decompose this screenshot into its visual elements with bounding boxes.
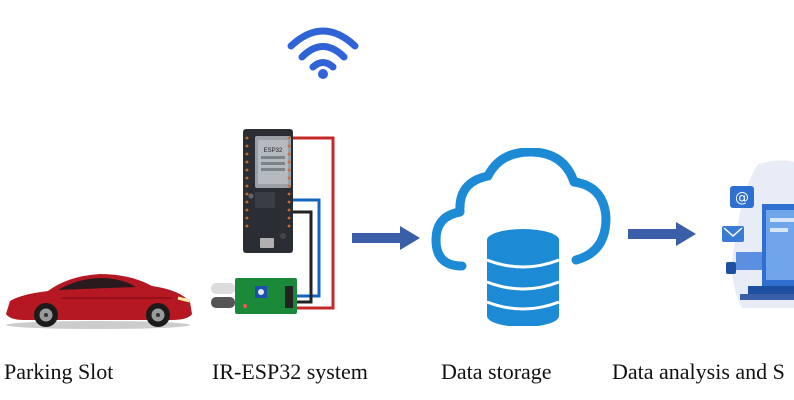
cloud-database-icon (431, 148, 611, 326)
esp32-board-icon: ESP32 (243, 129, 293, 253)
car-icon (6, 274, 192, 329)
stage-label-data-storage: Data storage (441, 359, 552, 384)
svg-text:@: @ (735, 190, 749, 206)
ir-esp32-module: ESP32 (211, 129, 335, 314)
chip-label: ESP32 (264, 148, 283, 154)
arrow-right-icon (628, 222, 696, 246)
analytics-dashboard-icon: @ (722, 160, 794, 308)
arrow-right-icon (352, 226, 420, 250)
stage-label-ir-esp32: IR-ESP32 system (212, 359, 368, 384)
wifi-icon (287, 27, 359, 79)
stage-label-data-analysis: Data analysis and S (612, 359, 785, 384)
stage-label-parking-slot: Parking Slot (4, 359, 114, 384)
ir-sensor-icon (211, 278, 297, 314)
